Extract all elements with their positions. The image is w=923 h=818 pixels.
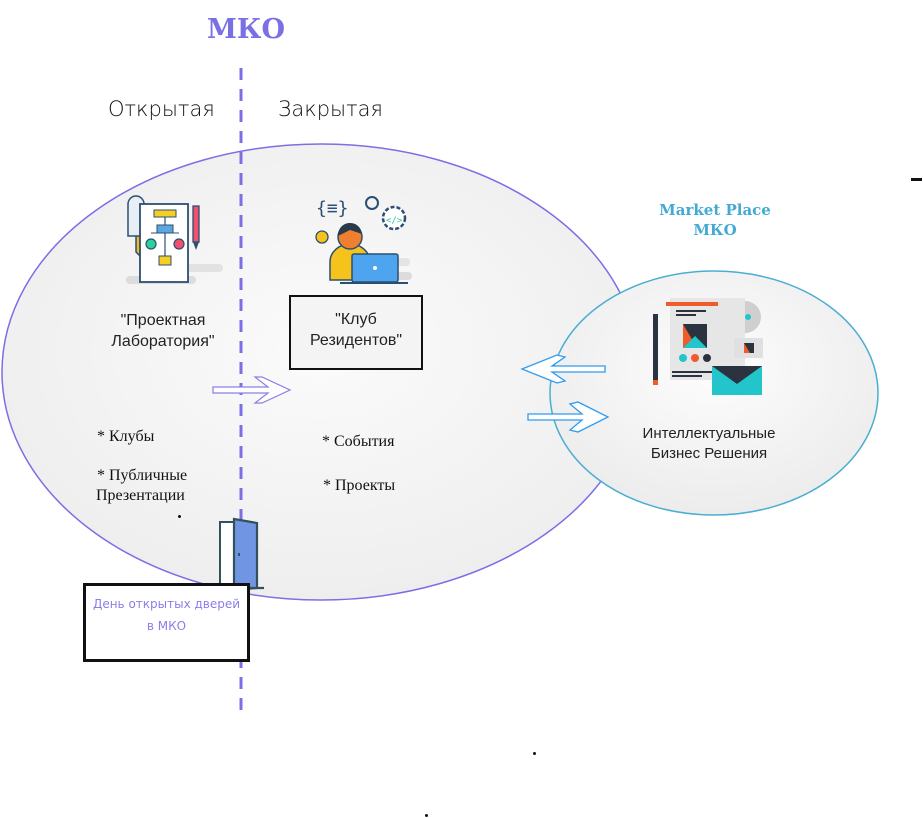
stray-dot (178, 515, 181, 518)
open-list-item-clubs: * Клубы (97, 428, 155, 445)
marketplace-title-line1: Market Place (659, 201, 771, 219)
arrow-marketplace-to-mko (520, 354, 606, 384)
design-documents-icon (653, 298, 763, 395)
open-door-icon (214, 517, 264, 592)
page-title: МКО (207, 14, 285, 45)
developer-at-laptop-icon: {≡} </> (315, 196, 412, 284)
marketplace-line2: Бизнес Решения (650, 445, 768, 462)
closed-list-item-events: * События (322, 433, 395, 450)
stray-dot (533, 752, 536, 755)
marketplace-node[interactable]: Интеллектуальные Бизнес Решения (616, 424, 802, 464)
open-list-item-public: * Публичные (97, 467, 188, 484)
project-lab-line1: "Проектная (120, 312, 206, 329)
marketplace-line1: Интеллектуальные (642, 425, 776, 442)
open-list-item-presentations: Презентации (96, 487, 185, 504)
arrow-mko-to-marketplace (527, 401, 610, 433)
zone-label-open: Открытая (108, 97, 215, 121)
open-day-line1: День открытых дверей (92, 597, 241, 611)
open-day-node[interactable]: День открытых дверей в МКО (83, 583, 250, 662)
zone-label-closed: Закрытая (278, 97, 383, 121)
svg-text:{≡}: {≡} (316, 198, 349, 219)
closed-list-item-projects: * Проекты (323, 477, 396, 494)
project-lab-line2: Лаборатория" (111, 333, 215, 350)
resident-club-node[interactable]: "Клуб Резидентов" (289, 295, 423, 370)
resident-club-line1: "Клуб (335, 311, 377, 328)
resident-club-line2: Резидентов" (309, 332, 403, 349)
edge-dash-mark (911, 178, 922, 181)
arrow-open-to-closed (212, 376, 292, 404)
flowchart-blueprint-icon (126, 195, 223, 284)
open-day-line2: в МКО (146, 619, 187, 633)
marketplace-title-line2: МКО (693, 221, 737, 239)
stray-dot (425, 814, 428, 817)
marketplace-title: Market Place МКО (650, 200, 780, 240)
project-lab-node[interactable]: "Проектная Лаборатория" (90, 310, 236, 352)
svg-text:</>: </> (386, 216, 403, 226)
